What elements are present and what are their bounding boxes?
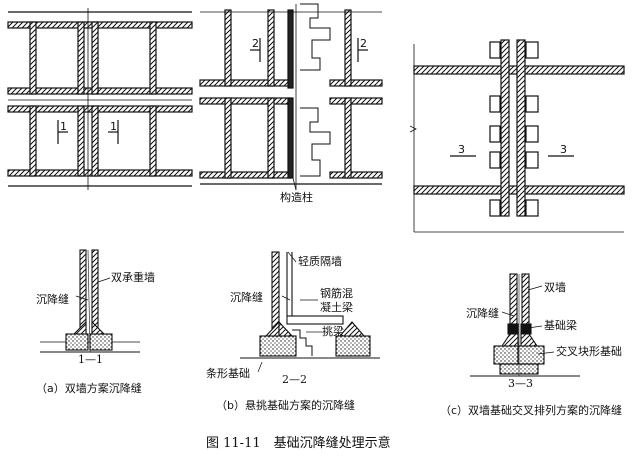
light-partition-label: 轻质隔墙 (298, 255, 342, 268)
settlement-joint-label-a: 沉降缝 (36, 293, 69, 306)
detail-a (40, 249, 140, 353)
cross-block-foundation-label: 交叉块形基础 (556, 345, 622, 358)
double-bearing-wall-label: 双承重墙 (111, 271, 155, 284)
section-mark-1-left: 1 (60, 120, 67, 133)
section-mark-1-right: 1 (110, 120, 117, 133)
section-mark-3-right: 3 (560, 143, 567, 156)
double-wall-label: 双墙 (544, 281, 566, 294)
structural-column-label: 构造柱 (280, 191, 313, 204)
plan-a (7, 8, 193, 190)
plan-b (199, 3, 383, 191)
settlement-joint-label-c: 沉降缝 (466, 307, 499, 320)
caption-c: （c）双墙基础交叉排列方案的沉降缝 (440, 404, 623, 417)
caption-a: （a）双墙方案沉降缝 (36, 382, 142, 395)
section-mark-2-right: 2 (360, 37, 367, 50)
section-mark-2-left: 2 (252, 37, 259, 50)
section-2-2-label: 2—2 (282, 373, 307, 386)
rc-beam-label-line1: 钢筋混 (320, 287, 353, 300)
section-mark-3-left: 3 (458, 143, 465, 156)
detail-b (240, 251, 380, 373)
caption-b: （b）悬挑基础方案的沉降缝 (216, 399, 355, 412)
cantilever-beam-label: 挑梁 (322, 325, 344, 338)
foundation-beam-label: 基础梁 (544, 319, 577, 332)
plan-c (409, 39, 625, 233)
rc-beam-label-line2: 凝土梁 (320, 301, 353, 314)
section-3-3-label: 3—3 (508, 377, 533, 390)
figure-title: 图 11-11 基础沉降缝处理示意 (206, 436, 391, 451)
strip-foundation-label: 条形基础 (206, 367, 250, 380)
settlement-joint-label-b: 沉降缝 (230, 291, 263, 304)
detail-c (470, 273, 580, 377)
section-1-1-label: 1—1 (78, 353, 103, 366)
